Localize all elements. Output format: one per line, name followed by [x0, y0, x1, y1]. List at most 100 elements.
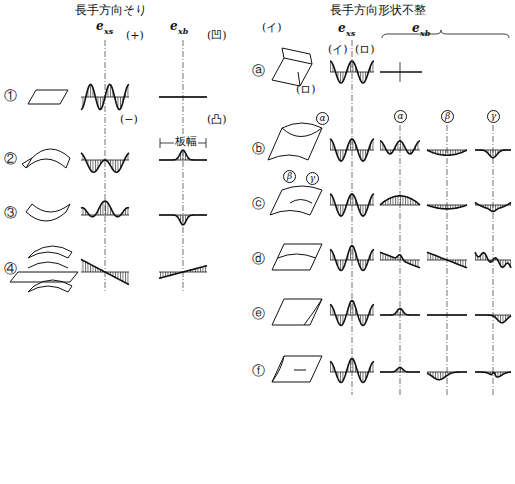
strip-sketch: [10, 272, 78, 282]
profile-curve: [159, 215, 207, 225]
hatched-area: [475, 202, 511, 211]
baseline: [330, 72, 374, 73]
case-number: ⓔ: [252, 307, 265, 321]
strip-sketch: [28, 262, 68, 268]
edge: [272, 356, 284, 382]
hatched-area: [475, 150, 511, 158]
strip-sketch: [272, 356, 322, 382]
case-number: ①: [4, 89, 17, 103]
profile-curve: [427, 314, 467, 316]
case-number: ⓐ: [252, 64, 265, 78]
profile-curve: [330, 358, 374, 382]
profile-curve: [81, 201, 129, 217]
profile-curve: [330, 139, 374, 161]
hatched-area: [380, 141, 420, 154]
profile-curve: [159, 96, 207, 98]
axis-label: 板幅: [174, 136, 198, 148]
strip-sketch: [282, 48, 312, 64]
baseline: [427, 150, 467, 151]
section-title: 長手方向形状不整: [330, 4, 426, 17]
strip-sketch: [26, 149, 70, 168]
axis-label: xb: [178, 27, 188, 36]
axis-label: β: [283, 170, 296, 183]
baseline: [380, 71, 422, 72]
baseline: [380, 260, 420, 261]
axis-label: (イ): [262, 22, 282, 34]
hatched-area: [81, 153, 129, 172]
strip-sketch: [28, 90, 68, 104]
profile-curve: [380, 252, 420, 268]
case-number: ⓒ: [252, 197, 265, 211]
profile-curve: [475, 202, 511, 211]
hatched-area: [475, 372, 511, 377]
axis-label: β: [441, 110, 454, 123]
axis-label: (凸): [207, 114, 227, 126]
profile-curve: [330, 246, 374, 271]
strip-sketch: [28, 280, 72, 292]
edge: [304, 299, 322, 325]
hatched-area: [330, 246, 374, 271]
hatched-area: [427, 372, 467, 380]
hatched-area: [380, 309, 420, 316]
profile-curve: [427, 150, 467, 155]
profile-curve: [330, 194, 374, 216]
baseline: [380, 205, 420, 206]
axis-label: (−): [120, 114, 138, 126]
axis-label: (イ): [328, 44, 348, 56]
profile-curve: [380, 367, 420, 372]
profile-curve: [427, 205, 467, 209]
hatched-area: [81, 259, 129, 284]
profile-curve: [380, 309, 420, 316]
hatched-area: [427, 205, 467, 209]
case-number: ④: [4, 262, 17, 276]
profile-curve: [81, 259, 129, 284]
edge: [22, 158, 32, 168]
section-title: 長手方向そり: [75, 4, 147, 17]
axis-label: e: [170, 20, 178, 33]
edge: [290, 200, 312, 204]
hatched-area: [159, 215, 207, 225]
hatched-area: [475, 252, 511, 268]
edge: [278, 254, 316, 258]
axis-label: e: [412, 22, 420, 35]
profile-curve: [427, 372, 467, 380]
axis-label: α: [394, 110, 407, 123]
hatched-area: [475, 315, 511, 323]
profile-curve: [159, 150, 207, 160]
case-number: ⓓ: [252, 252, 265, 266]
center-line: [352, 40, 353, 395]
baseline: [427, 205, 467, 206]
strip-sketch: [26, 204, 70, 221]
strip-sketch: [28, 246, 72, 258]
center-line: [105, 40, 106, 292]
strip-sketch: [272, 58, 312, 86]
axis-label: γ: [487, 110, 500, 123]
case-number: ③: [4, 206, 17, 220]
axis-label: γ: [306, 172, 319, 185]
baseline: [330, 205, 374, 206]
axis-label: xs: [346, 29, 355, 38]
case-number: ⓑ: [252, 142, 265, 156]
edge: [294, 370, 306, 371]
hatched-area: [159, 266, 207, 279]
edge: [282, 128, 322, 137]
baseline: [427, 315, 467, 316]
bracket: [382, 30, 509, 38]
hatched-area: [330, 61, 374, 83]
profile-curve: [475, 150, 511, 158]
axis-label: (凹): [207, 30, 227, 42]
strip-sketch: [272, 299, 322, 325]
profile-curve: [159, 266, 207, 279]
case-number: ⓕ: [252, 364, 265, 378]
hatched-area: [380, 252, 420, 268]
hatched-area: [330, 301, 374, 326]
hatched-area: [427, 150, 467, 155]
hatched-area: [330, 358, 374, 382]
hatched-area: [427, 252, 467, 268]
hatched-area: [330, 139, 374, 161]
profile-curve: [330, 61, 374, 83]
baseline: [330, 260, 374, 261]
axis-label: (+): [126, 30, 144, 42]
axis-label: e: [338, 22, 346, 35]
hatched-area: [330, 194, 374, 216]
